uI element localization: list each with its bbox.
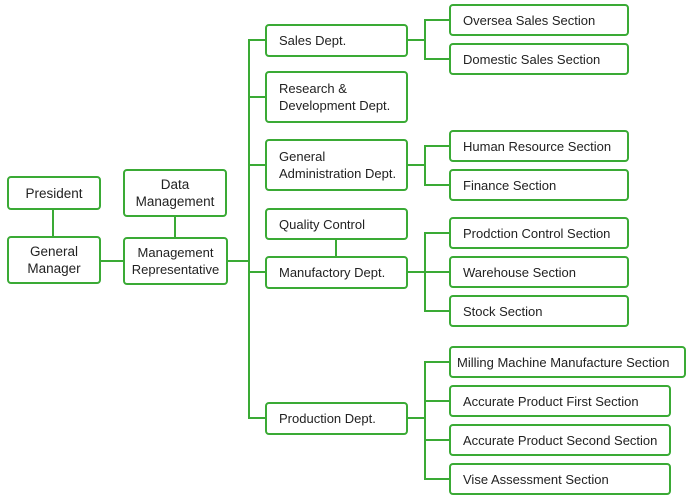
node-prodction-control-section: Prodction Control Section bbox=[449, 217, 629, 249]
node-rd-dept-line1: Research & bbox=[279, 81, 347, 96]
node-vise-assessment-label: Vise Assessment Section bbox=[463, 471, 609, 487]
node-data-management: Data Management bbox=[123, 169, 227, 217]
node-production-dept-label: Production Dept. bbox=[279, 411, 376, 426]
node-management-representative-line2: Representative bbox=[131, 262, 220, 277]
node-human-resource-section: Human Resource Section bbox=[449, 130, 629, 162]
node-rd-dept: Research & Development Dept. bbox=[265, 71, 408, 123]
node-milling-machine-section: Milling Machine Manufacture Section bbox=[449, 346, 686, 378]
node-sales-dept: Sales Dept. bbox=[265, 24, 408, 57]
node-general-manager-line2: Manager bbox=[27, 261, 81, 276]
node-vise-assessment-section: Vise Assessment Section bbox=[449, 463, 671, 495]
node-warehouse-label: Warehouse Section bbox=[463, 264, 576, 280]
node-warehouse-section: Warehouse Section bbox=[449, 256, 629, 288]
node-sales-dept-label: Sales Dept. bbox=[279, 33, 347, 48]
node-accurate-first-label: Accurate Product First Section bbox=[463, 393, 639, 409]
node-management-representative: Management Representative bbox=[123, 237, 228, 285]
node-manufactory-dept-label: Manufactory Dept. bbox=[279, 265, 386, 280]
node-data-management-line1: Data bbox=[160, 177, 190, 192]
node-rd-dept-line2: Development Dept. bbox=[279, 98, 391, 113]
node-general-manager: General Manager bbox=[7, 236, 101, 284]
node-stock-label: Stock Section bbox=[463, 303, 543, 319]
node-data-management-line2: Management bbox=[135, 194, 215, 209]
node-accurate-second-section: Accurate Product Second Section bbox=[449, 424, 671, 456]
node-general-manager-line1: General bbox=[29, 244, 78, 259]
node-oversea-sales-section: Oversea Sales Section bbox=[449, 4, 629, 36]
node-domestic-sales-section: Domestic Sales Section bbox=[449, 43, 629, 75]
node-accurate-second-label: Accurate Product Second Section bbox=[463, 432, 658, 448]
node-president: President bbox=[7, 176, 101, 210]
node-stock-section: Stock Section bbox=[449, 295, 629, 327]
node-manufactory-dept: Manufactory Dept. bbox=[265, 256, 408, 289]
node-domestic-sales-label: Domestic Sales Section bbox=[463, 51, 601, 67]
node-general-admin-dept-line1: General bbox=[279, 149, 326, 164]
node-president-label: President bbox=[25, 185, 83, 201]
node-quality-control: Quality Control bbox=[265, 208, 408, 240]
node-quality-control-label: Quality Control bbox=[279, 216, 365, 232]
node-milling-machine-label: Milling Machine Manufacture Section bbox=[457, 354, 670, 370]
node-general-admin-dept: General Administration Dept. bbox=[265, 139, 408, 191]
node-prodction-control-label: Prodction Control Section bbox=[463, 225, 611, 241]
node-production-dept: Production Dept. bbox=[265, 402, 408, 435]
node-oversea-sales-label: Oversea Sales Section bbox=[463, 12, 596, 28]
node-finance-section: Finance Section bbox=[449, 169, 629, 201]
node-accurate-first-section: Accurate Product First Section bbox=[449, 385, 671, 417]
node-finance-label: Finance Section bbox=[463, 177, 557, 193]
node-management-representative-line1: Management bbox=[137, 245, 214, 260]
node-general-admin-dept-line2: Administration Dept. bbox=[279, 166, 397, 181]
node-human-resource-label: Human Resource Section bbox=[463, 138, 612, 154]
